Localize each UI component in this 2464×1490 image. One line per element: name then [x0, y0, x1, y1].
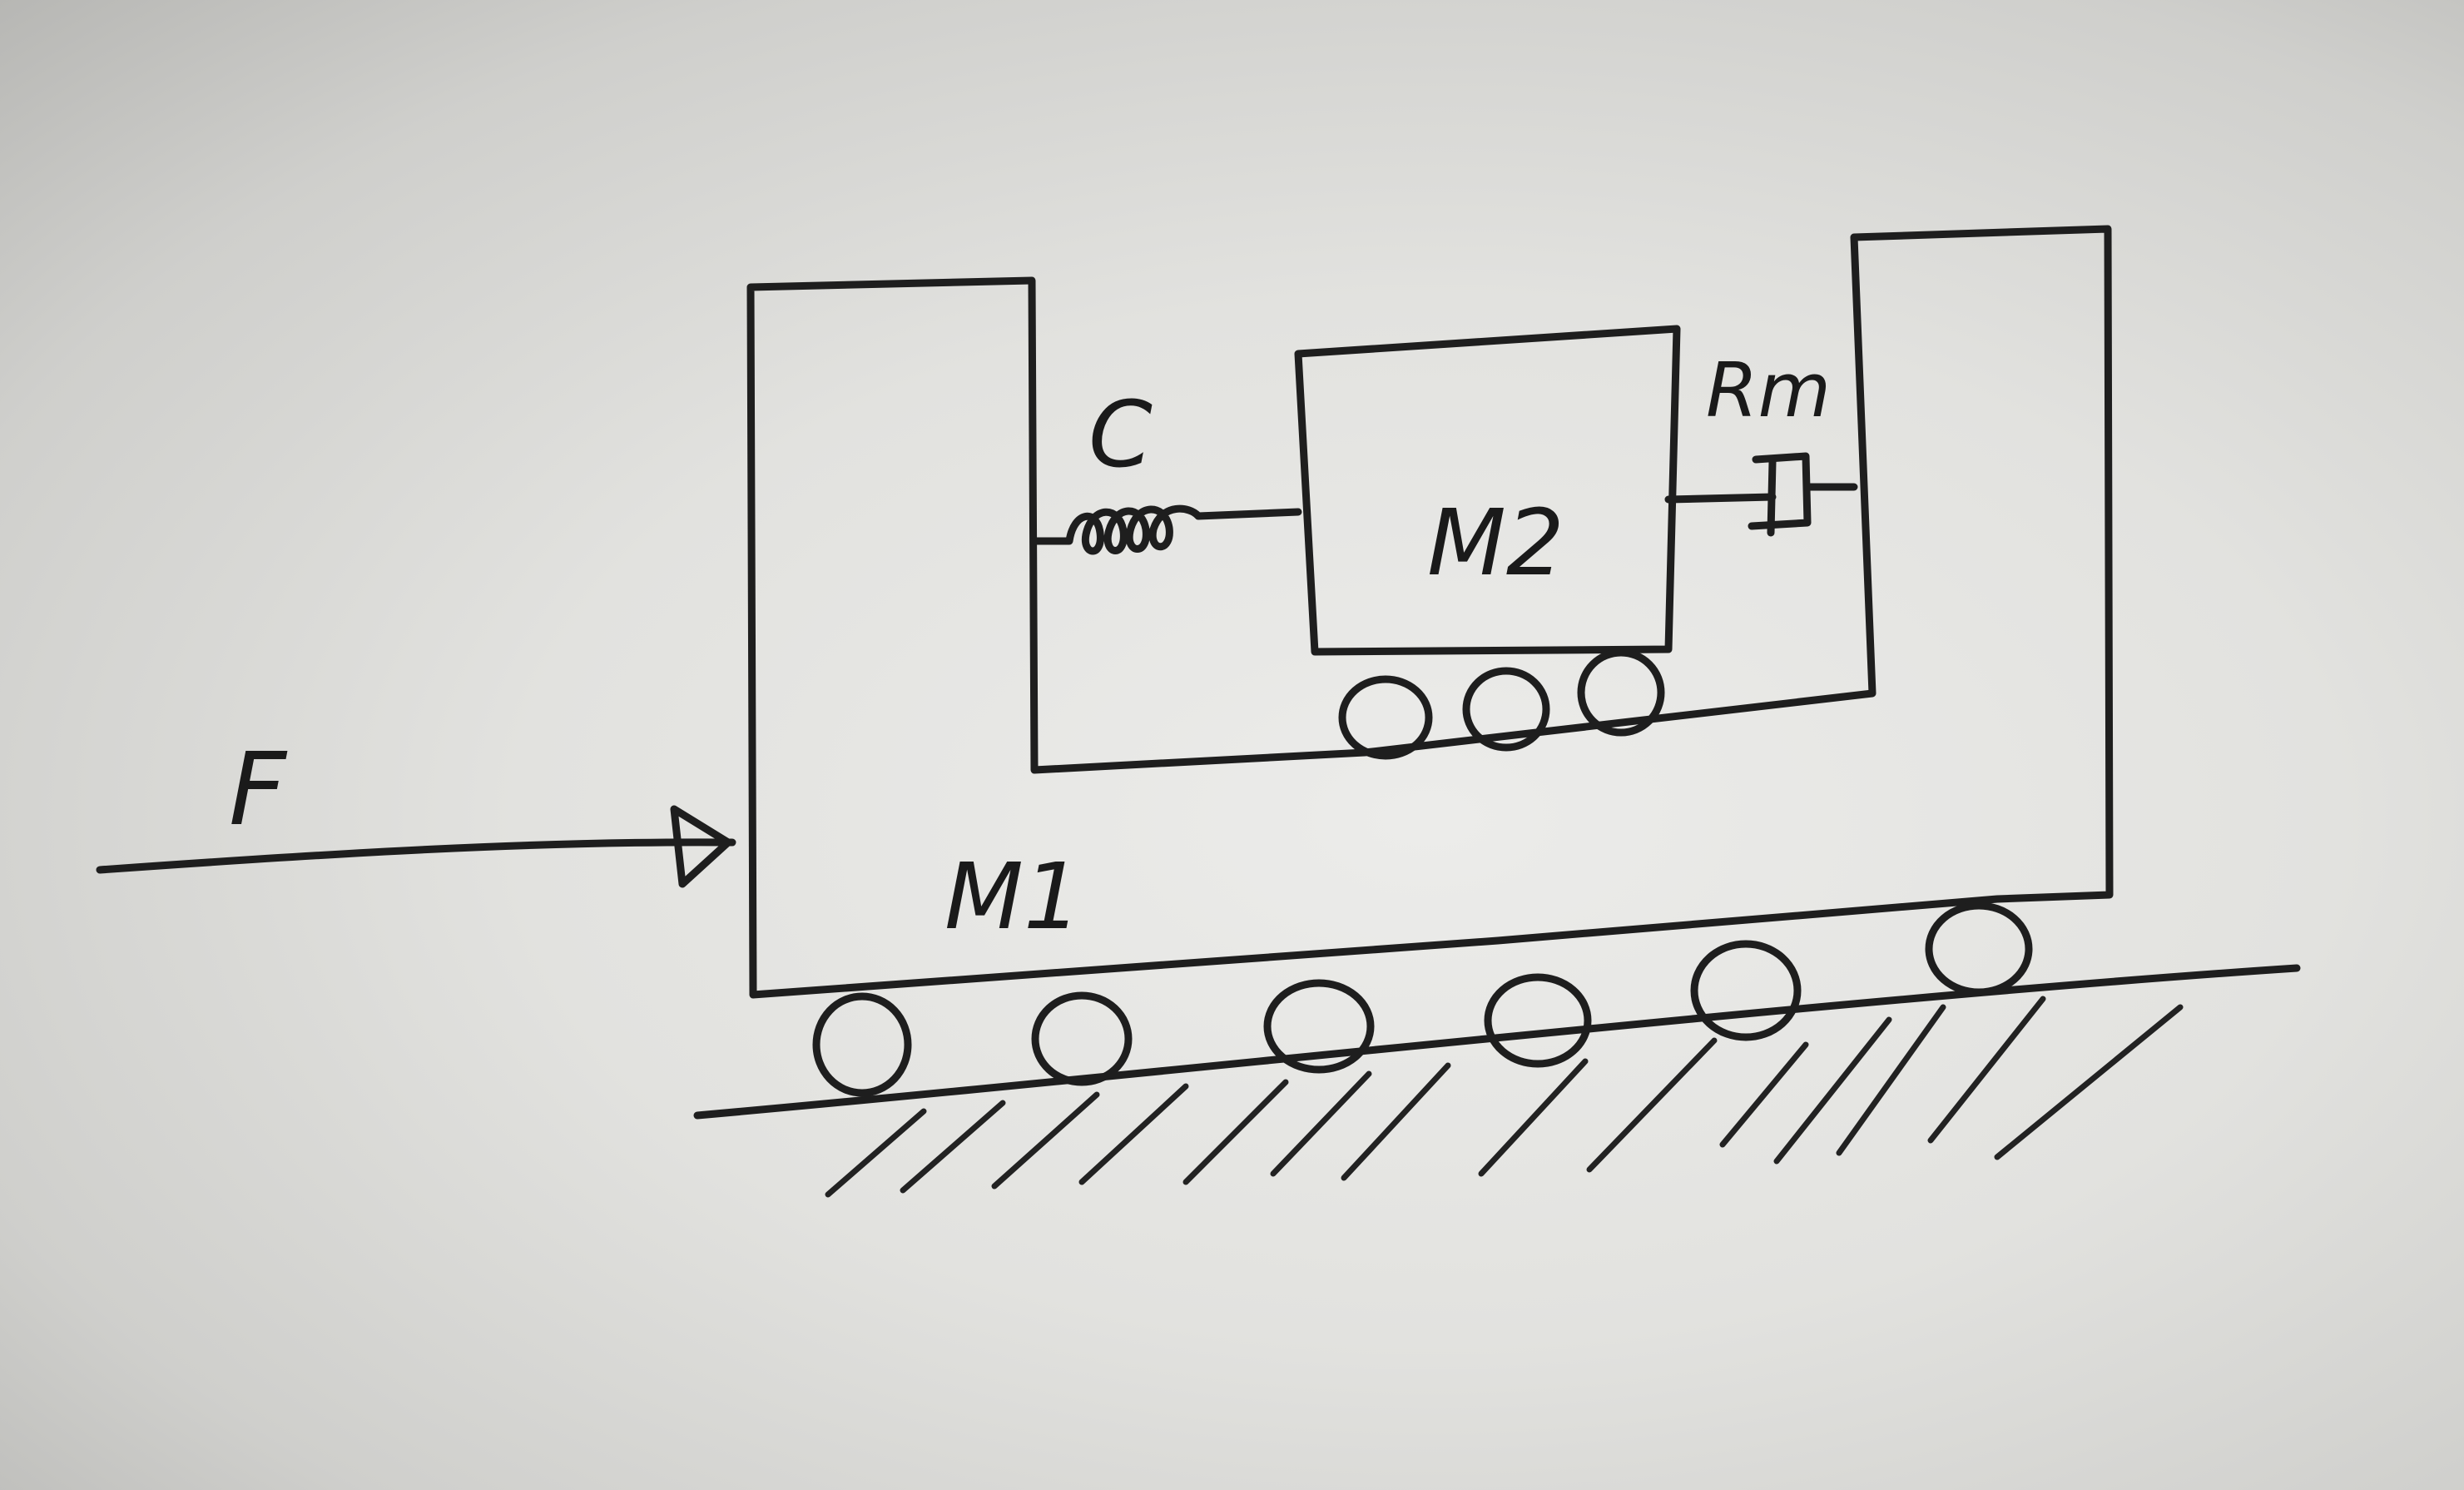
mass-m1-body — [746, 225, 2114, 999]
m1-roller — [1263, 979, 1375, 1074]
m2-roller — [1462, 667, 1550, 752]
damper-rm — [1664, 452, 1858, 537]
m1-roller — [1925, 901, 2033, 996]
force-arrow — [96, 805, 736, 888]
spring-c — [1030, 504, 1302, 555]
ground-hatching — [825, 996, 2184, 1198]
ground-line — [693, 964, 2301, 1120]
m1-roller — [1690, 940, 1802, 1041]
m2-roller — [1577, 648, 1665, 737]
label-damper: Rm — [1706, 347, 1831, 435]
m1-roller — [1484, 973, 1592, 1068]
m2-rollers — [1338, 648, 1665, 760]
m1-roller — [812, 992, 912, 1097]
label-m2: M2 — [1427, 489, 1564, 596]
label-m1: M1 — [944, 843, 1082, 950]
label-force: F — [229, 733, 288, 848]
label-spring: C — [1088, 381, 1153, 488]
m2-roller — [1338, 675, 1433, 760]
m1-roller — [1031, 991, 1133, 1086]
mass-m2-body — [1294, 325, 1681, 656]
